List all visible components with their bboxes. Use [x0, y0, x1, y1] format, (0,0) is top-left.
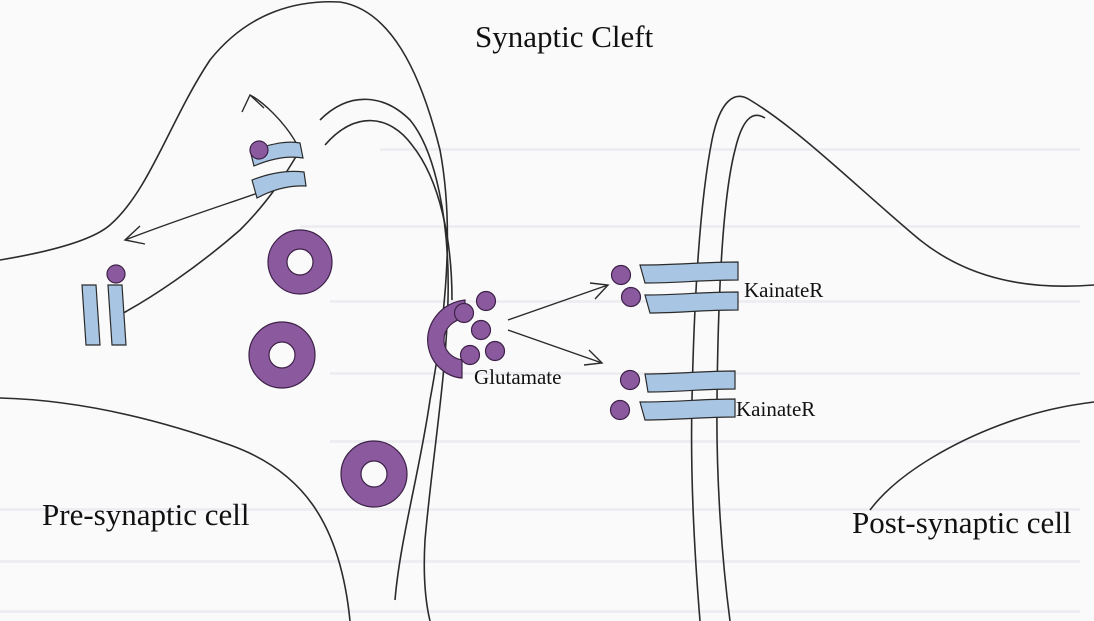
receptor-segment [640, 262, 738, 283]
glutamate-molecule [486, 342, 505, 361]
kainate-receptor-lower-label: KainateR [736, 397, 815, 421]
glutamate-molecule [477, 292, 496, 311]
glutamate-molecule [621, 371, 640, 390]
glutamate-label: Glutamate [474, 365, 561, 389]
vesicle [268, 230, 332, 294]
glutamate-molecule [455, 304, 474, 323]
vesicle [249, 322, 315, 388]
receptor-segment [640, 399, 735, 420]
glutamate-molecule [611, 401, 630, 420]
receptor-segment [645, 292, 738, 313]
glutamate-molecule [250, 141, 268, 159]
glutamate-molecule [622, 288, 641, 307]
glutamate-molecule [612, 266, 631, 285]
kainate-receptor-upper-label: KainateR [744, 278, 823, 302]
vesicle [341, 441, 407, 507]
receptor-segment [645, 371, 735, 392]
glutamate-molecule [461, 346, 480, 365]
glutamate-molecule [107, 265, 125, 283]
pre-synaptic-cell-label: Pre-synaptic cell [42, 497, 249, 532]
post-synaptic-cell-label: Post-synaptic cell [852, 505, 1072, 540]
synaptic-cleft-label: Synaptic Cleft [475, 19, 654, 54]
glutamate-molecule [472, 321, 491, 340]
